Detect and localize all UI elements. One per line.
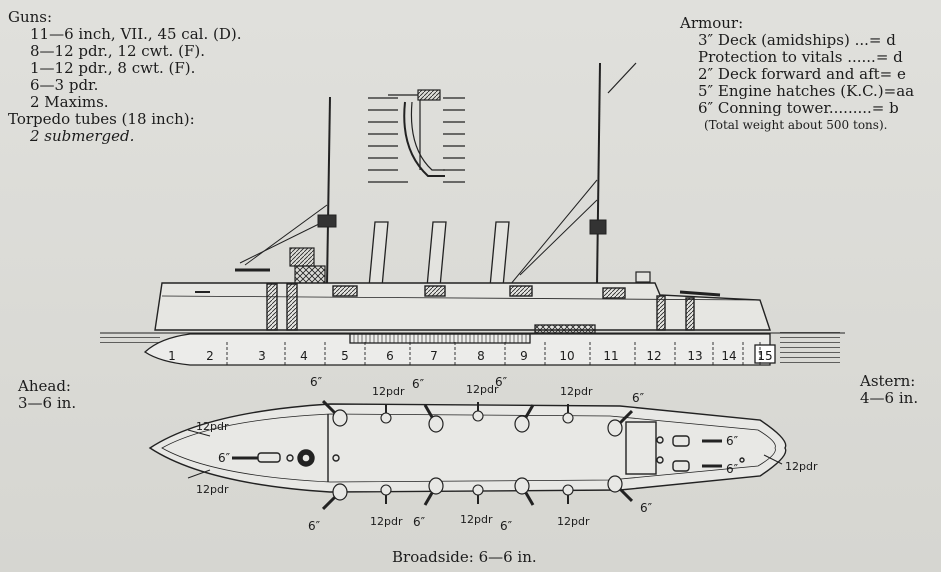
six-inch-label: 6″ [495, 375, 508, 389]
six-inch-label: 6″ [413, 515, 426, 529]
ahead-label: Ahead: [18, 377, 71, 395]
plan-gun [321, 399, 348, 427]
compartment-number: 3 [258, 349, 266, 363]
plan-gun-positions [187, 399, 783, 511]
hull-profile [154, 282, 771, 331]
compartment-number: 1 [168, 349, 176, 363]
plan-12pdr [472, 484, 484, 504]
funnels [368, 221, 510, 288]
twelve-pdr-label: 12pdr [460, 513, 493, 526]
deck-plan [148, 403, 787, 493]
armour-note: (Total weight about 500 tons). [704, 118, 888, 132]
six-inch-label: 6″ [310, 375, 323, 389]
guns-line-3: 1—12 pdr., 8 cwt. (F). [30, 59, 196, 77]
armour-row-1: 3″ Deck (amidships) ...= d [698, 31, 896, 49]
plan-gun [607, 409, 634, 437]
armour-block: Armour: 3″ Deck (amidships) ...= d Prote… [680, 15, 914, 134]
compartment-number: 13 [687, 349, 702, 363]
guns-line-4: 6—3 pdr. [30, 76, 99, 94]
plan-gun [607, 475, 634, 503]
ahead-value: 3—6 in. [18, 394, 77, 412]
waterline [100, 328, 845, 364]
compartment-number: 9 [520, 349, 528, 363]
guns-line-1: 11—6 inch, VII., 45 cal. (D). [30, 25, 242, 43]
compartment-number: 15 [757, 349, 772, 363]
plan-gun [514, 404, 535, 433]
twelve-pdr-label: 12pdr [196, 420, 229, 433]
leader-line [187, 469, 211, 479]
six-inch-label: 6″ [632, 391, 645, 405]
six-inch-label: 6″ [218, 451, 231, 465]
compartment-number: 14 [721, 349, 736, 363]
six-inch-label: 6″ [412, 377, 425, 391]
plan-12pdr [562, 484, 574, 504]
twelve-pdr-label: 12pdr [557, 515, 590, 528]
astern-block: Astern: 4—6 in. [860, 373, 918, 407]
twelve-pdr-label: 12pdr [370, 515, 403, 528]
compartment-number: 2 [206, 349, 214, 363]
compartment-number: 8 [477, 349, 485, 363]
compartment-number: 10 [559, 349, 574, 363]
guns-line-5: 2 Maxims. [30, 93, 109, 111]
compartment-number: 11 [603, 349, 618, 363]
six-inch-label: 6″ [308, 519, 321, 533]
guns-line-2: 8—12 pdr., 12 cwt. (F). [30, 42, 205, 60]
masts [239, 62, 637, 286]
compartment-number: 4 [300, 349, 308, 363]
twelve-pdr-label: 12pdr [372, 385, 405, 398]
astern-value: 4—6 in. [860, 389, 919, 407]
twelve-pdr-label: 12pdr [785, 460, 818, 473]
armour-row-2: Protection to vitals ......= d [698, 48, 903, 66]
ahead-block: Ahead: 3—6 in. [18, 378, 76, 412]
torpedo-heading: Torpedo tubes (18 inch): [8, 110, 195, 128]
armour-row-5: 6″ Conning tower.........= b [698, 99, 899, 117]
superstructure [235, 247, 721, 297]
compartment-number: 7 [430, 349, 438, 363]
twelve-pdr-label: 12pdr [196, 483, 229, 496]
compartment-number: 6 [386, 349, 394, 363]
plan-gun [423, 404, 444, 433]
torpedo-value: 2 submerged. [30, 127, 135, 145]
compartment-number: 12 [646, 349, 661, 363]
compartment-dividers [226, 342, 761, 365]
plan-gun [321, 483, 348, 511]
armour-row-3: 2″ Deck forward and aft= e [698, 65, 906, 83]
leader-line [763, 454, 783, 465]
six-inch-label: 6″ [500, 519, 513, 533]
armour-row-4: 5″ Engine hatches (K.C.)=aa [698, 82, 915, 100]
twelve-pdr-label: 12pdr [466, 383, 499, 396]
armour-heading: Armour: [680, 14, 744, 32]
plan-12pdr [380, 484, 392, 504]
plan-gun [423, 477, 444, 506]
broadside-caption: Broadside: 6—6 in. [392, 548, 537, 566]
section-inset [368, 89, 465, 183]
plan-12pdr [380, 404, 392, 424]
plan-12pdr [472, 402, 484, 422]
guns-heading: Guns: [8, 8, 53, 26]
six-inch-label: 6″ [726, 462, 739, 476]
astern-label: Astern: [860, 372, 916, 390]
guns-block: Guns: 11—6 inch, VII., 45 cal. (D). 8—12… [8, 9, 241, 145]
compartment-number: 5 [341, 349, 349, 363]
plan-12pdr [562, 404, 574, 424]
twelve-pdr-label: 12pdr [560, 385, 593, 398]
protective-deck [143, 324, 776, 366]
leader-line [187, 429, 211, 437]
plan-gun [514, 477, 535, 506]
six-inch-label: 6″ [726, 434, 739, 448]
six-inch-label: 6″ [640, 501, 653, 515]
